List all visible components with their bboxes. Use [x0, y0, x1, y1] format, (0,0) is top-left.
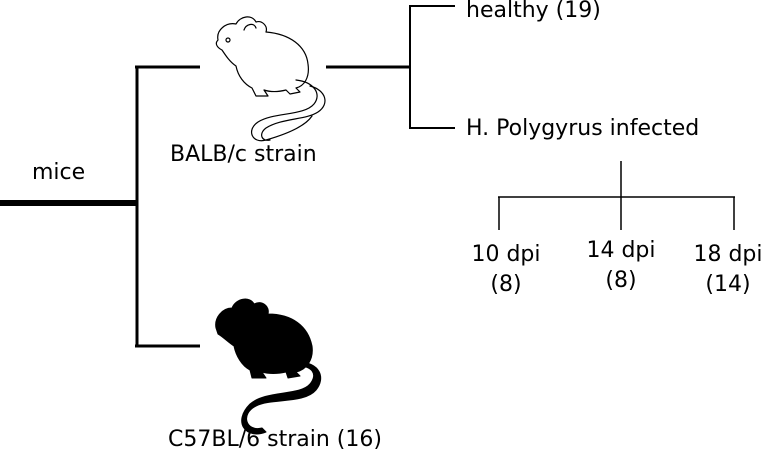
- timepoint-count: (8): [605, 268, 637, 293]
- timepoint-count: (14): [705, 272, 751, 297]
- timepoint-18dpi: 18 dpi (14): [693, 240, 762, 300]
- c57-strain-label: C57BL/6 strain (16): [168, 427, 382, 452]
- mouse-outline-icon: [215, 16, 326, 142]
- balb-strain-label: BALB/c strain: [170, 142, 317, 167]
- timepoint-label: 10 dpi: [471, 242, 541, 267]
- timepoint-14dpi: 14 dpi (8): [586, 236, 655, 296]
- timepoint-count: (8): [490, 272, 522, 297]
- timepoint-label: 18 dpi: [693, 242, 763, 267]
- timepoint-label: 14 dpi: [586, 238, 656, 263]
- infected-group-label: H. Polygyrus infected: [466, 116, 700, 141]
- root-label: mice: [32, 160, 86, 185]
- timepoint-10dpi: 10 dpi (8): [471, 240, 540, 300]
- mouse-silhouette-icon: [215, 298, 321, 435]
- healthy-group-label: healthy (19): [466, 0, 601, 23]
